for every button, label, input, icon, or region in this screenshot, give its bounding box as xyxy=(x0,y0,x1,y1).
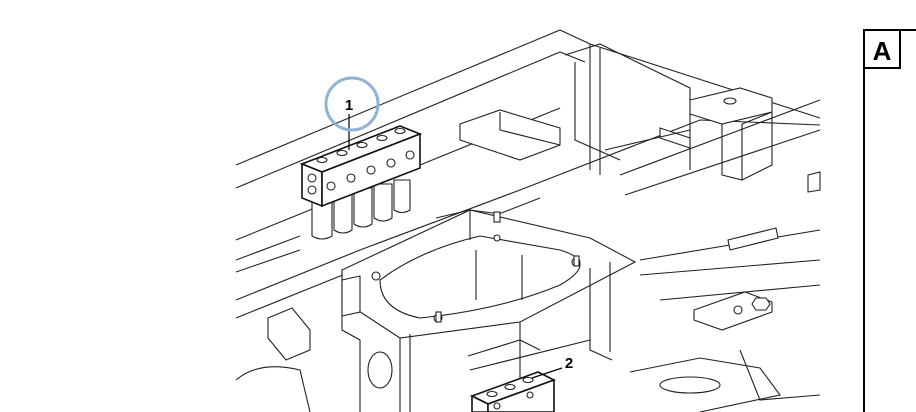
lubrication-block-1 xyxy=(299,114,423,240)
center-frame xyxy=(341,209,637,412)
section-tab-letter: A xyxy=(873,36,892,66)
lubrication-block-2 xyxy=(469,367,563,412)
callout-2-leader xyxy=(531,367,563,379)
manifold-nipples xyxy=(311,179,411,240)
section-tab: A xyxy=(863,29,916,412)
callout-1-highlight-ring xyxy=(324,76,380,132)
callout-2-label: 2 xyxy=(565,355,573,372)
chassis-frame xyxy=(235,29,821,412)
callout-1-label: 1 xyxy=(345,97,353,114)
section-tab-box xyxy=(863,29,901,69)
